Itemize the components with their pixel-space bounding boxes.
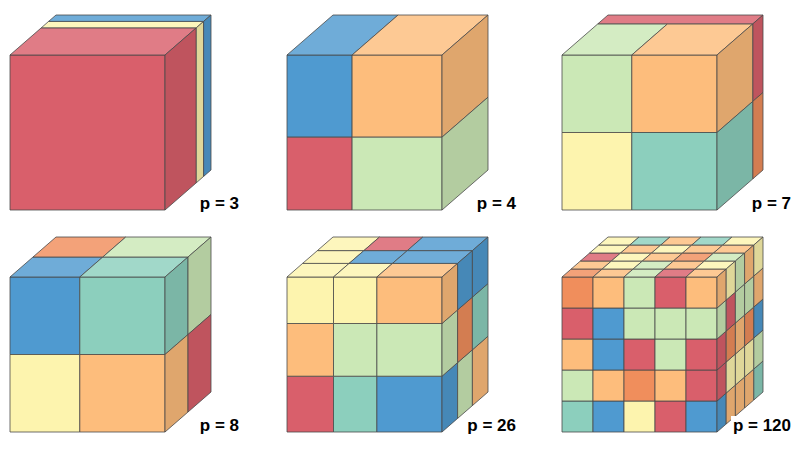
partition-count: p = 3 [198,194,241,214]
block-face [458,251,473,310]
block-face [204,15,211,176]
block-face [726,261,735,300]
block-face [562,401,593,432]
block-face [287,376,334,432]
block-face [735,253,744,292]
block-face [377,376,442,432]
block-face [686,339,717,370]
block-face [655,277,686,308]
block-face [334,277,377,324]
partition-count: p = 8 [198,416,241,436]
block-face [10,28,196,55]
block-face [655,339,686,370]
block-face [80,355,165,433]
block-face [717,101,753,210]
block-face [717,269,726,308]
block-face [632,55,717,133]
block-face [287,324,334,377]
block-face [753,93,763,179]
block-face [287,137,352,210]
block-face [753,15,763,101]
block-face [10,355,80,433]
block-face [165,335,188,433]
block-face [593,277,624,308]
block-face [442,263,458,323]
block-face [287,277,334,324]
block-face [624,339,655,370]
partition-count: p = 4 [475,194,518,214]
block-face [41,21,203,27]
block-face [745,245,754,284]
block-face [686,277,717,308]
block-face [655,401,686,432]
block-face [165,28,196,210]
block-face [686,370,717,401]
block-face [334,376,377,432]
block-face [188,315,211,413]
block-face [49,15,211,21]
block-face [655,370,686,401]
block-face [562,370,593,401]
block-face [686,401,717,432]
block-face [655,308,686,339]
block-face [352,55,442,137]
block-face [593,401,624,432]
block-face [562,277,593,308]
block-face [632,133,717,211]
block-face [593,370,624,401]
block-face [593,339,624,370]
partition-count: p = 7 [750,194,793,214]
block-face [598,15,763,24]
block-face [562,133,632,211]
partition-count: p = 120 [731,416,793,436]
block-face [10,277,80,355]
block-face [377,324,442,377]
block-face [624,370,655,401]
block-face [624,308,655,339]
block-face [196,21,203,182]
block-face [562,55,632,133]
block-face [754,237,763,276]
block-face [624,277,655,308]
block-face [686,308,717,339]
block-face [624,401,655,432]
block-face [287,55,352,137]
block-face [352,137,442,210]
block-face [334,324,377,377]
block-face [472,237,488,297]
block-face [80,277,165,355]
block-face [377,277,442,324]
block-face [562,339,593,370]
partition-count: p = 26 [465,416,518,436]
block-face [562,308,593,339]
block-face [10,55,165,210]
block-face [593,308,624,339]
